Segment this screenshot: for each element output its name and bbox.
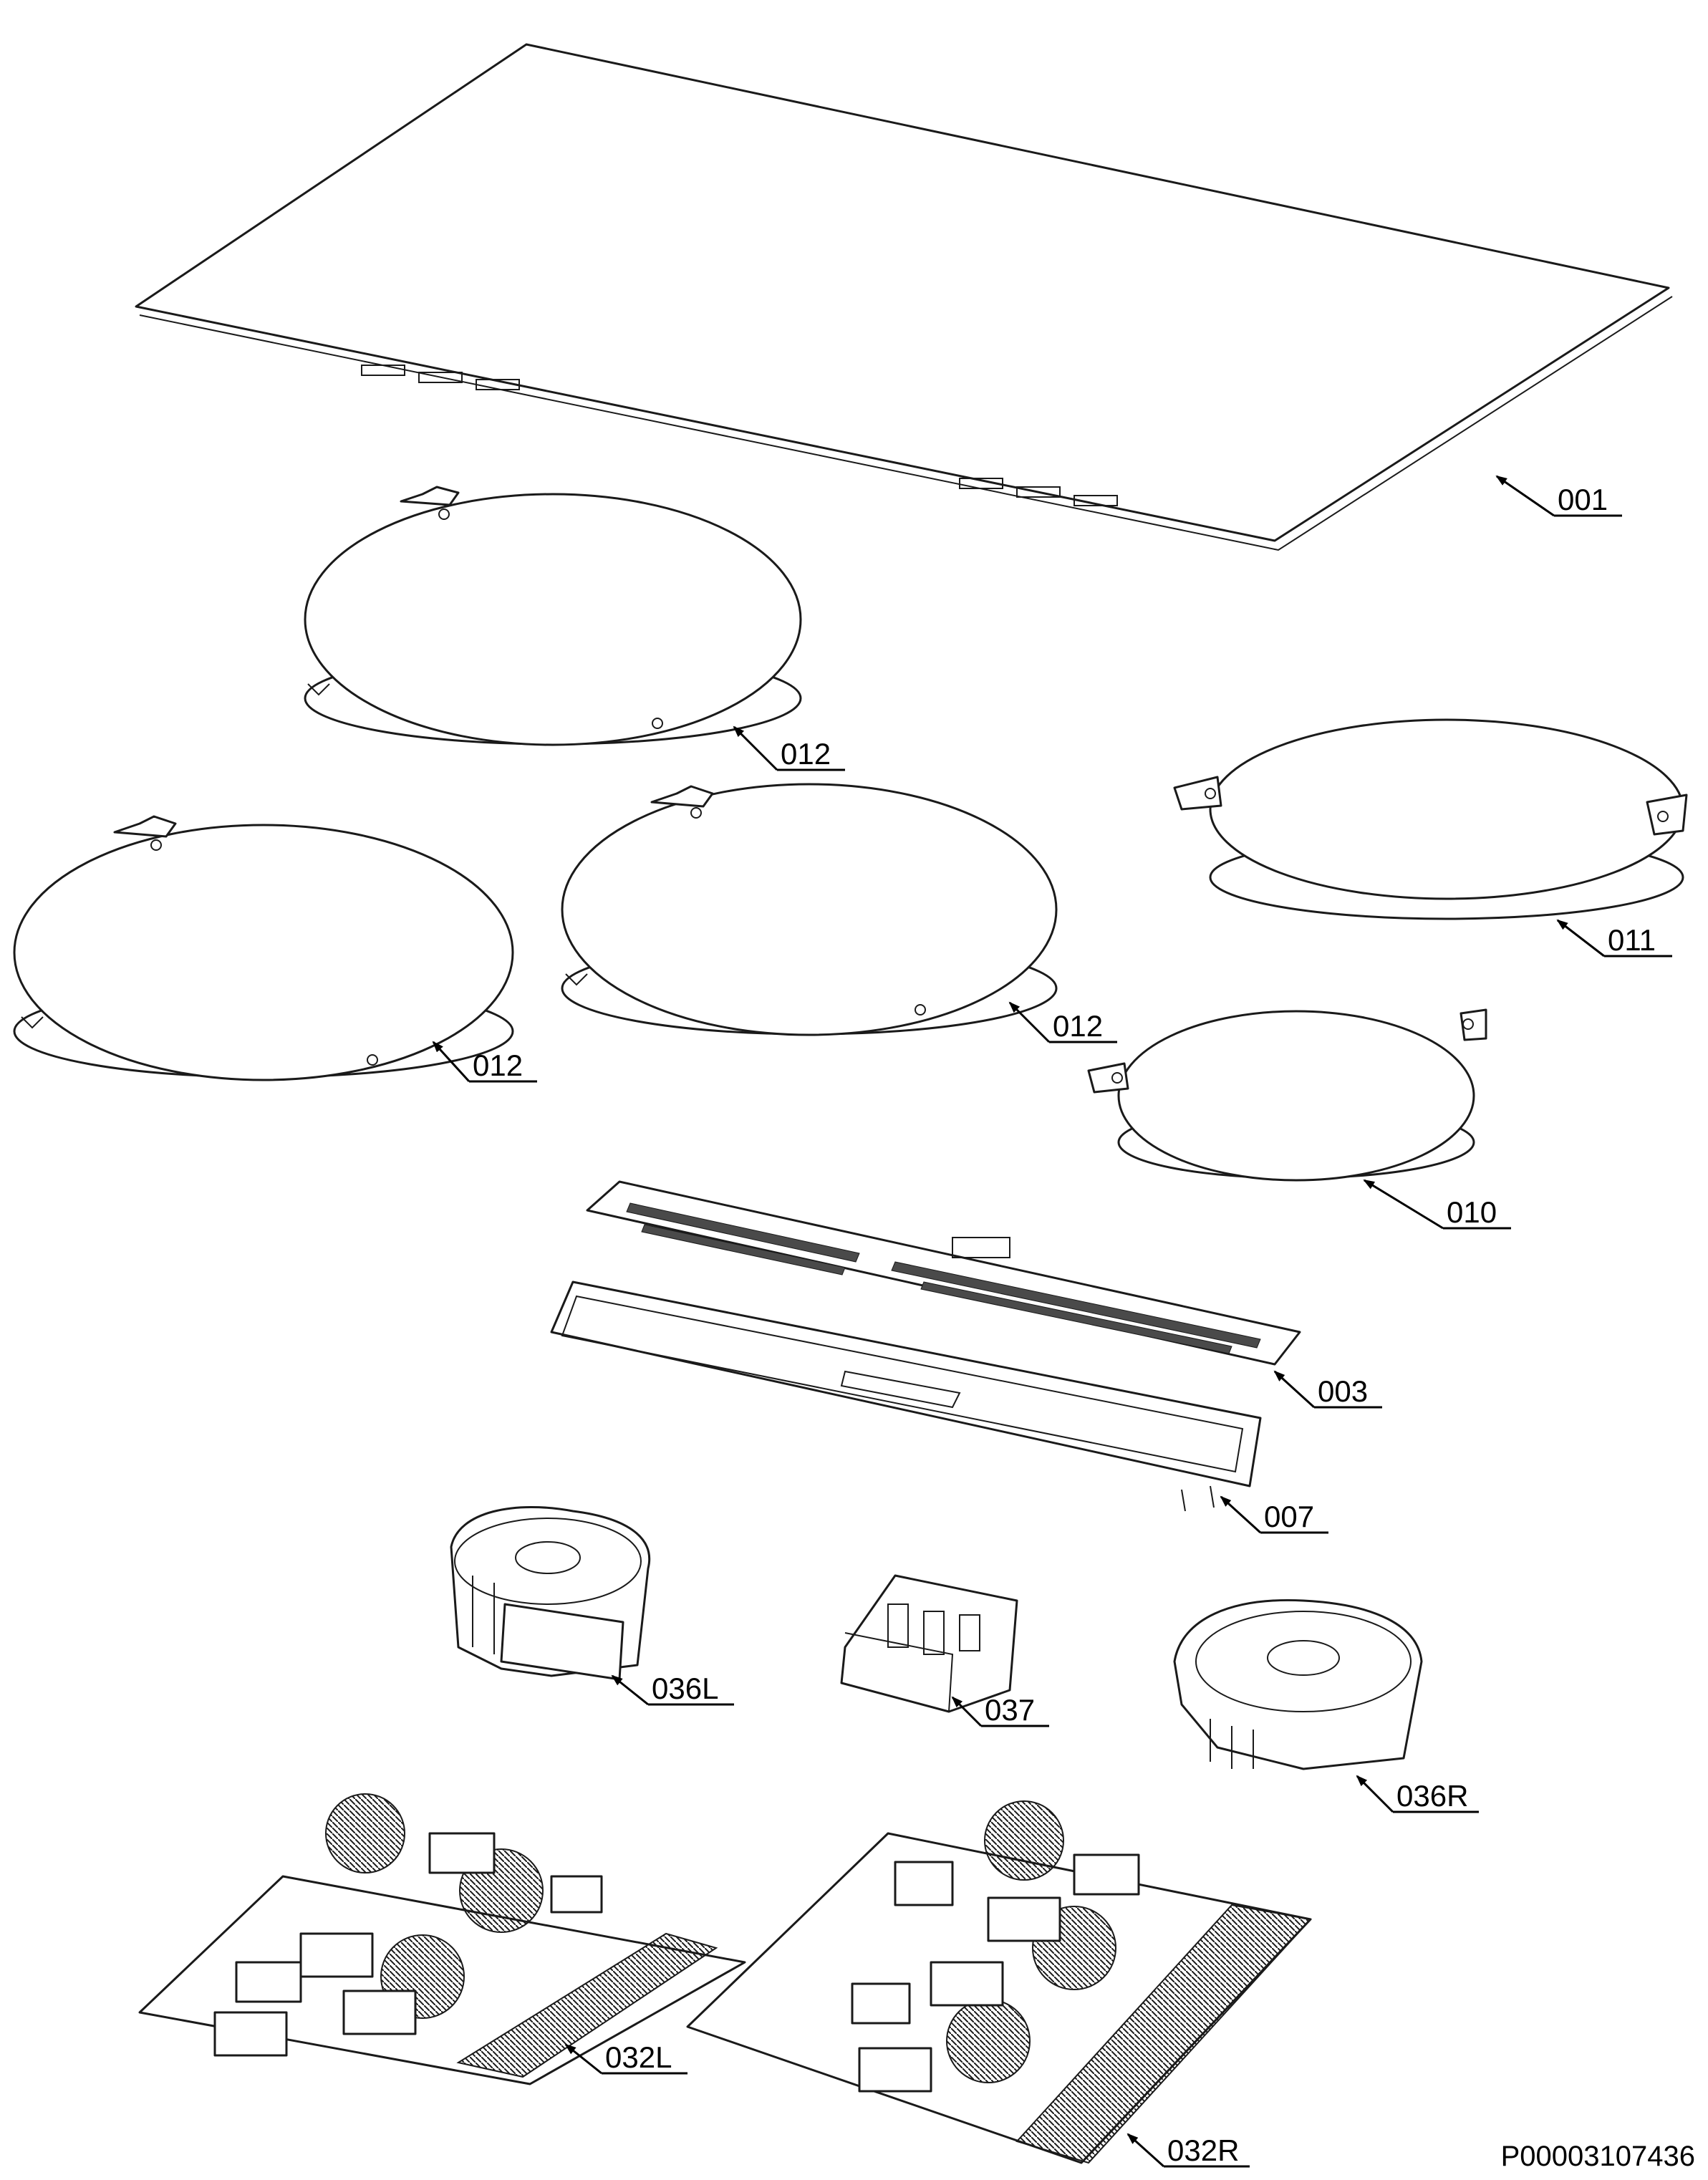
coil-front-center <box>561 783 1058 1036</box>
callout-011: 011 <box>1556 919 1672 958</box>
label-012-rear: 012 <box>781 737 831 771</box>
filter-module <box>840 1574 1018 1713</box>
callout-001: 001 <box>1495 475 1622 517</box>
callout-007: 007 <box>1220 1495 1328 1534</box>
label-032L: 032L <box>605 2040 672 2074</box>
coil-rear-left <box>304 486 802 746</box>
label-001: 001 <box>1558 483 1608 516</box>
coil-front-right <box>1087 1008 1487 1182</box>
callout-012-front-left: 012 <box>432 1041 537 1083</box>
control-board <box>586 1180 1301 1366</box>
label-036L: 036L <box>652 1672 718 1705</box>
power-board-left <box>138 1793 746 2085</box>
cooktop-glass-plate <box>135 43 1673 551</box>
callout-032L: 032L <box>564 2040 687 2075</box>
callout-012-rear: 012 <box>733 725 845 771</box>
callout-036L: 036L <box>611 1672 734 1706</box>
power-board-right <box>686 1800 1312 2164</box>
fan-left <box>450 1505 651 1681</box>
label-007: 007 <box>1264 1500 1314 1533</box>
label-037: 037 <box>985 1693 1035 1727</box>
label-010: 010 <box>1447 1195 1497 1229</box>
callout-032R: 032R <box>1126 2133 1250 2168</box>
callout-012-front-center: 012 <box>1008 1001 1117 1043</box>
coil-rear-right <box>1173 718 1688 920</box>
label-032R: 032R <box>1167 2133 1239 2167</box>
label-003: 003 <box>1318 1374 1368 1408</box>
callout-036R: 036R <box>1356 1775 1479 1813</box>
coil-front-left <box>13 815 514 1081</box>
label-012-front-left: 012 <box>473 1048 523 1082</box>
callout-003: 003 <box>1273 1370 1382 1409</box>
fan-right <box>1173 1598 1423 1770</box>
label-012-front-center: 012 <box>1053 1009 1103 1043</box>
control-frame <box>550 1280 1262 1512</box>
label-036R: 036R <box>1396 1779 1468 1813</box>
callout-037: 037 <box>951 1693 1049 1727</box>
callout-010: 010 <box>1363 1179 1511 1230</box>
label-011: 011 <box>1608 923 1656 957</box>
document-id: P00003107436 <box>1500 2141 1695 2172</box>
